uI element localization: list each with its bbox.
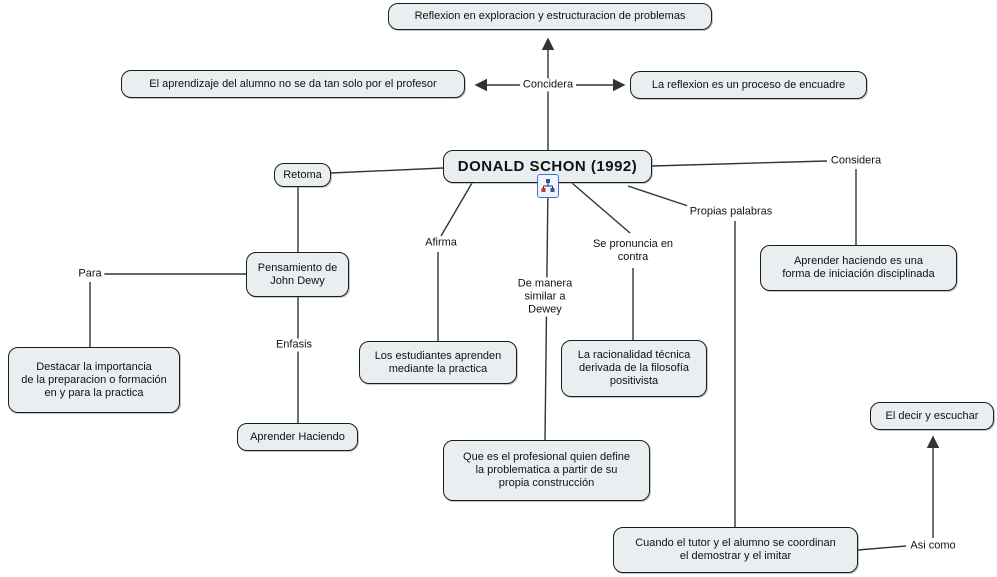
linking-phrase-sepronuncia[interactable]: Se pronuncia en contra <box>589 238 677 264</box>
connector-line <box>440 182 473 237</box>
linking-phrase-afirma[interactable]: Afirma <box>422 236 460 250</box>
concept-node-estudiantes[interactable]: Los estudiantes aprenden mediante la pra… <box>359 341 517 384</box>
connector-line <box>330 167 444 174</box>
linking-phrase-para[interactable]: Para <box>75 267 105 281</box>
concept-node-proceso[interactable]: La reflexion es un proceso de encuadre <box>630 71 867 99</box>
connector-line <box>571 182 631 234</box>
concept-node-destacar[interactable]: Destacar la importancia de la preparacio… <box>8 347 180 413</box>
concept-node-decir[interactable]: El decir y escuchar <box>870 402 994 430</box>
connector-line <box>627 185 689 207</box>
concept-node-aprendizaje[interactable]: El aprendizaje del alumno no se da tan s… <box>121 70 465 98</box>
concept-node-retoma[interactable]: Retoma <box>274 163 331 187</box>
concept-node-profesional[interactable]: Que es el profesional quien define la pr… <box>443 440 650 501</box>
linking-phrase-enfasis[interactable]: Enfasis <box>272 338 316 352</box>
hierarchy-glyph <box>541 179 555 192</box>
connector-line <box>651 160 828 167</box>
linking-phrase-demanera[interactable]: De manera similar a Dewey <box>514 277 576 317</box>
linking-phrase-propias[interactable]: Propias palabras <box>686 205 776 219</box>
connector-line <box>857 545 907 551</box>
concept-node-reflexion[interactable]: Reflexion en exploracion y estructuracio… <box>388 3 712 30</box>
hierarchy-icon[interactable] <box>537 174 559 198</box>
concept-node-pensamiento[interactable]: Pensamiento de John Dewy <box>246 252 349 297</box>
linking-phrase-concidera[interactable]: Concidera <box>519 78 577 92</box>
concept-node-racionalidad[interactable]: La racionalidad técnica derivada de la f… <box>561 340 707 397</box>
concept-node-iniciacion[interactable]: Aprender haciendo es una forma de inicia… <box>760 245 957 291</box>
linking-phrase-considera[interactable]: Considera <box>827 154 885 168</box>
concept-node-aprenderh[interactable]: Aprender Haciendo <box>237 423 358 451</box>
concept-node-cuando[interactable]: Cuando el tutor y el alumno se coordinan… <box>613 527 858 573</box>
linking-phrase-asicomo[interactable]: Asi como <box>907 539 959 553</box>
